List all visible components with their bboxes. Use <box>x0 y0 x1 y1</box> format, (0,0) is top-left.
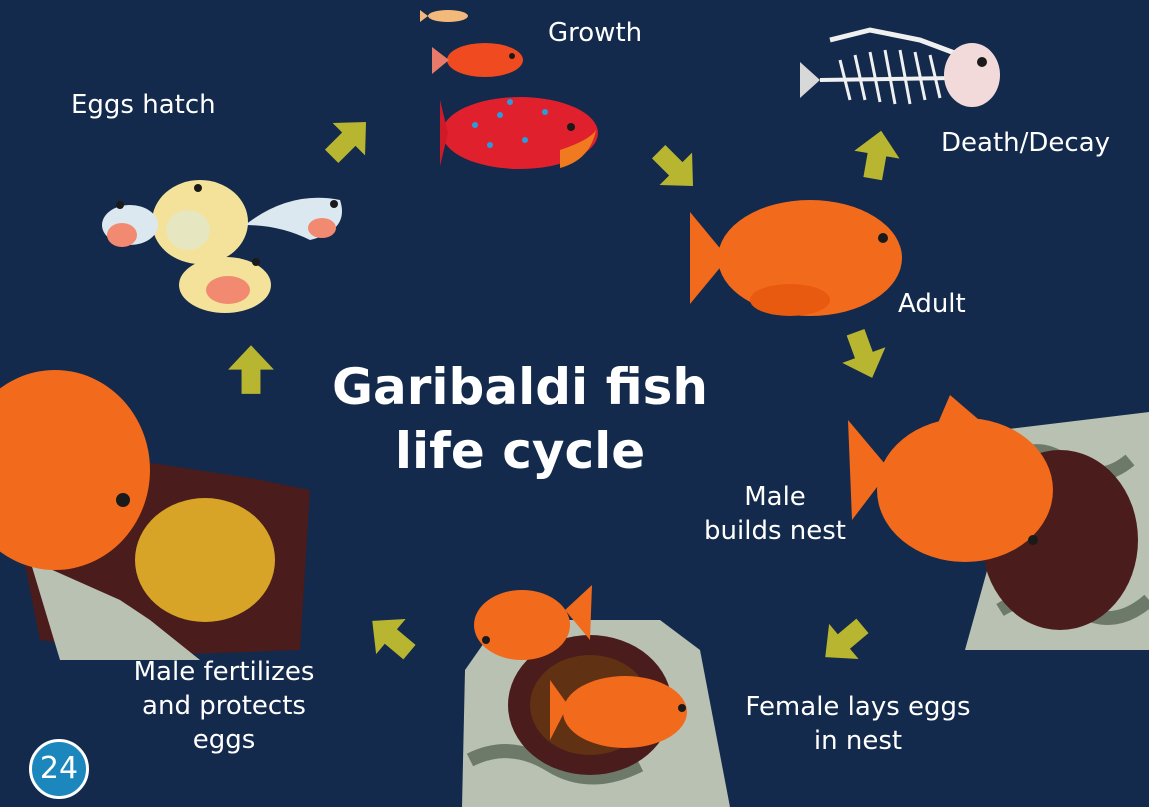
hatching-eggs-icon <box>102 180 342 313</box>
label-female-lays-eggs: Female lays eggs in nest <box>730 690 986 758</box>
diagram-title: Garibaldi fish life cycle <box>300 355 740 483</box>
larva-fish-icon <box>420 10 468 22</box>
arrow-nest-to-female <box>810 608 877 674</box>
label-adult: Adult <box>898 287 966 321</box>
label-male-fertilizes: Male fertilizes and protects eggs <box>118 655 330 757</box>
label-male-fertilizes-line-1: Male fertilizes <box>118 655 330 689</box>
juvenile-fish-small-icon <box>432 43 523 77</box>
fish-skeleton-icon <box>800 30 1000 107</box>
label-male-fertilizes-line-3: eggs <box>118 723 330 757</box>
juvenile-fish-red-icon <box>440 97 598 169</box>
label-eggs-hatch: Eggs hatch <box>71 88 216 122</box>
arrow-female-to-male <box>357 603 424 669</box>
label-female-lays-eggs-line-1: Female lays eggs <box>730 690 986 724</box>
arrow-adult-to-nest <box>834 324 894 385</box>
label-death-decay: Death/Decay <box>941 126 1110 160</box>
arrow-adult-to-death <box>850 127 904 183</box>
title-line-2: life cycle <box>300 419 740 483</box>
label-male-builds-nest-line-2: builds nest <box>690 514 860 548</box>
title-line-1: Garibaldi fish <box>300 355 740 419</box>
label-male-fertilizes-line-2: and protects <box>118 689 330 723</box>
label-female-lays-eggs-line-2: in nest <box>730 724 986 758</box>
page-number-badge: 24 <box>29 739 89 799</box>
label-male-builds-nest-line-1: Male <box>690 480 860 514</box>
arrow-eggs-to-growth <box>315 106 382 173</box>
arrow-male-to-eggs <box>228 345 274 394</box>
label-male-builds-nest: Male builds nest <box>690 480 860 548</box>
label-growth: Growth <box>548 16 642 50</box>
male-fish-nest-icon <box>848 395 1053 562</box>
adult-fish-icon <box>690 200 902 316</box>
arrow-growth-to-adult <box>642 135 709 202</box>
